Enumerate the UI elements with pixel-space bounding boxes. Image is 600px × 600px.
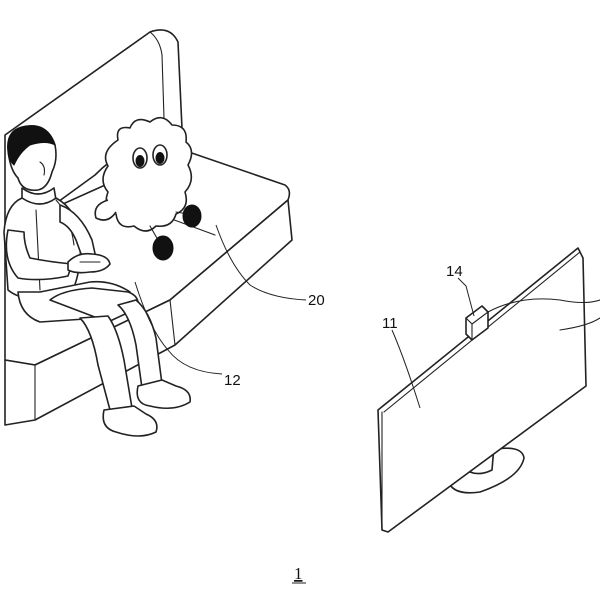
plush-robot xyxy=(94,116,202,261)
ref-20-label: 20 xyxy=(308,292,325,309)
figure-number: 1 xyxy=(294,564,303,583)
ref-14-label: 14 xyxy=(446,263,463,280)
camera-device xyxy=(465,305,489,341)
leader-lines xyxy=(134,224,475,409)
television xyxy=(377,247,600,533)
person xyxy=(3,125,192,437)
ref-11-label: 11 xyxy=(382,315,398,332)
ref-12-label: 12 xyxy=(224,372,241,389)
